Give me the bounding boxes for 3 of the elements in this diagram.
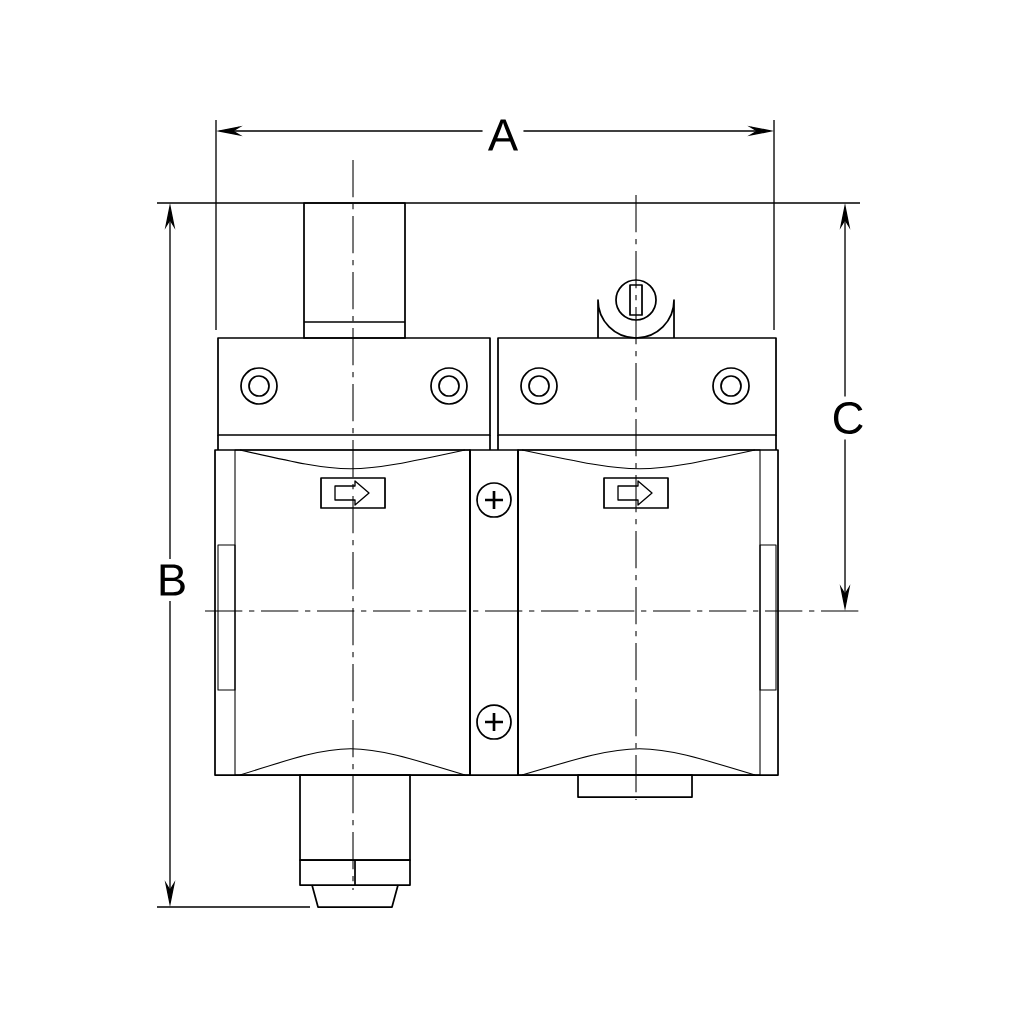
- dimension-label: A: [482, 114, 524, 156]
- dimension-label: B: [151, 559, 193, 601]
- dimension-label: C: [826, 396, 870, 440]
